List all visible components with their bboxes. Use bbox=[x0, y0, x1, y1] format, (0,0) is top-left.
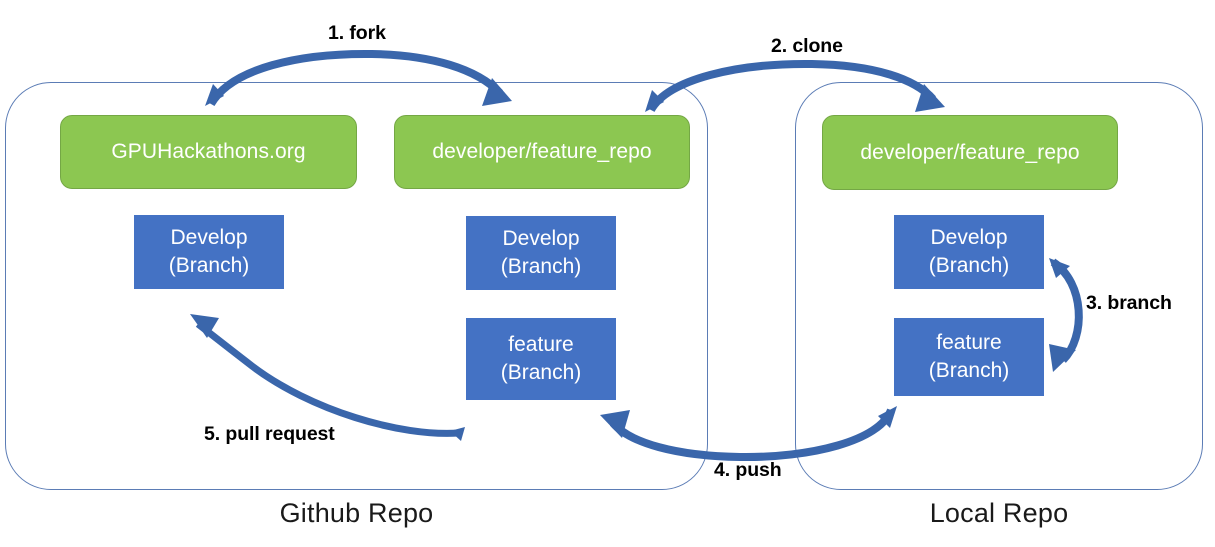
branch-box-local-feature: feature (Branch) bbox=[894, 318, 1044, 396]
local-repo-container bbox=[795, 82, 1203, 490]
github-repo-caption: Github Repo bbox=[279, 498, 434, 528]
branch-box-line2: (Branch) bbox=[168, 254, 250, 277]
repo-box-github-fork: developer/feature_repo bbox=[394, 115, 690, 189]
step-label-pull-request: 5. pull request bbox=[204, 423, 335, 445]
step-label-fork: 1. fork bbox=[328, 22, 386, 44]
repo-box-label: developer/feature_repo bbox=[860, 140, 1080, 164]
step-label-branch: 3. branch bbox=[1086, 292, 1172, 314]
branch-box-line2: (Branch) bbox=[500, 255, 582, 278]
branch-box-github-develop: Develop (Branch) bbox=[134, 215, 284, 289]
branch-box-line2: (Branch) bbox=[500, 361, 582, 384]
branch-box-line1: Develop bbox=[930, 226, 1008, 250]
step-label-clone: 2. clone bbox=[771, 35, 843, 57]
repo-box-gpuhackathons: GPUHackathons.org bbox=[60, 115, 357, 189]
repo-box-label: GPUHackathons.org bbox=[111, 140, 306, 163]
local-repo-caption: Local Repo bbox=[929, 498, 1069, 528]
branch-box-line1: Develop bbox=[502, 227, 580, 251]
branch-box-local-develop: Develop (Branch) bbox=[894, 215, 1044, 289]
branch-box-line2: (Branch) bbox=[928, 254, 1010, 277]
branch-box-line1: feature bbox=[936, 331, 1002, 355]
step-label-push: 4. push bbox=[714, 459, 782, 481]
repo-box-local-clone: developer/feature_repo bbox=[822, 115, 1118, 190]
branch-box-github-fork-feature: feature (Branch) bbox=[466, 318, 616, 400]
branch-box-line2: (Branch) bbox=[928, 359, 1010, 382]
branch-box-line1: Develop bbox=[170, 226, 248, 250]
branch-box-github-fork-develop: Develop (Branch) bbox=[466, 216, 616, 290]
branch-box-line1: feature bbox=[508, 333, 574, 357]
repo-box-label: developer/feature_repo bbox=[432, 140, 652, 163]
